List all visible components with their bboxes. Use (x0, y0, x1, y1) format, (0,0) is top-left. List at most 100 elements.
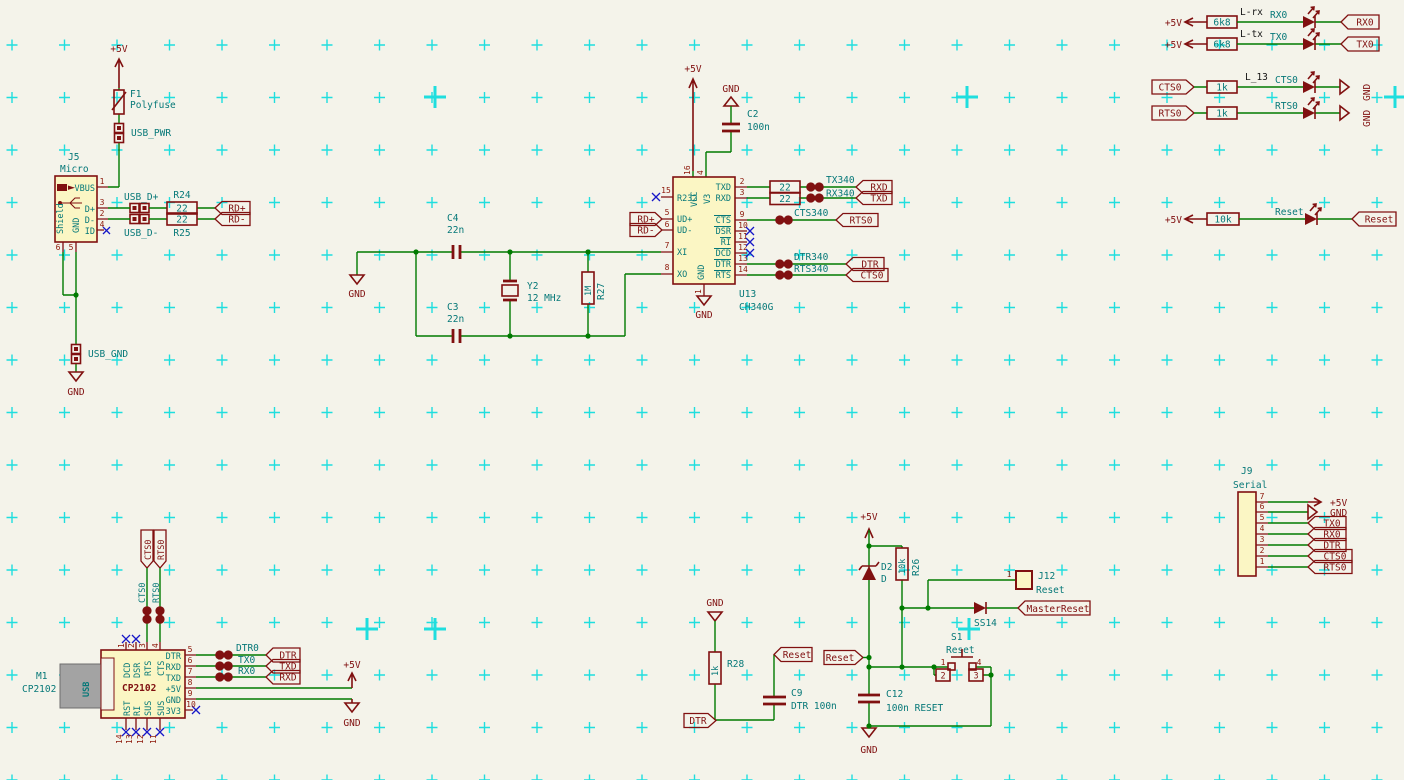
cp2102-section[interactable]: CTS0 RTS0 CTS0 RTS0 M1 CP2102 USB CP2102… (22, 529, 361, 744)
fuse-f1[interactable]: F1 Polyfuse (111, 89, 176, 115)
power-flag-5v[interactable]: +5V (860, 512, 877, 523)
grid-cross (164, 512, 175, 523)
grid-cross (269, 617, 280, 628)
jumper-j12[interactable]: 1 J12 Reset (1007, 570, 1065, 596)
wire (62, 252, 77, 372)
hlabel-reset-out[interactable]: Reset (823, 649, 864, 666)
power-flag-5v[interactable]: +5V (110, 44, 127, 55)
power-flag-5v[interactable]: +5V (1165, 18, 1182, 29)
net-label-reset[interactable]: Reset (1275, 207, 1304, 218)
resistor-r28[interactable]: 1k R28 (708, 651, 744, 685)
resistor-rts[interactable]: 1k (1206, 106, 1238, 120)
hlabel-rts0[interactable]: RTS0 (835, 212, 879, 228)
hlabel-rts0-vert[interactable]: RTS0 (153, 529, 167, 569)
module-m1-cp2102[interactable]: M1 CP2102 USB CP2102 1 2 3 4 DCD DSR RTS… (22, 634, 201, 744)
hlabel-text: TX0 (1323, 519, 1340, 530)
connector-j9-serial[interactable]: J9 Serial 7 6 5 4 3 2 1 (1233, 466, 1268, 577)
gnd-label[interactable]: GND (706, 598, 723, 609)
grid-cross (899, 669, 910, 681)
reset-circuit-section[interactable]: GND 1k R28 DTR C9 DTR 100n Reset Reset +… (683, 512, 1091, 756)
power-arrow-5v-icon[interactable] (347, 671, 357, 688)
hlabel-rx0[interactable]: RX0 (1340, 14, 1380, 30)
grid-cross (111, 774, 123, 780)
diode-ss14[interactable]: SS14 (974, 602, 997, 629)
label-l13[interactable]: L_13 (1245, 72, 1268, 83)
net-label-rx340[interactable]: RX340 (826, 189, 855, 200)
led-indicators-section[interactable]: +5V 6k8 L-rx RX0 RX0 +5V 6k8 L-tx TX0 TX… (1151, 6, 1397, 227)
net-label-cts0[interactable]: CTS0 (1275, 75, 1298, 86)
capacitor-c12[interactable]: C12 100n RESET (858, 689, 943, 714)
hlabel-reset-in[interactable]: Reset (773, 646, 813, 663)
net-label-rx0[interactable]: RX0 (1270, 10, 1287, 21)
ic-u13-ch340g[interactable]: 16 4 VCC V3 R232 UD+ UD- XI XO TXD RXD C… (651, 165, 774, 313)
net-label-cts340[interactable]: CTS340 (794, 208, 829, 219)
resistor-r25[interactable]: 22 R25 (166, 212, 198, 239)
grid-cross (636, 354, 648, 366)
hlabel-rd-minus[interactable]: RD- (214, 211, 251, 227)
resistor-r26[interactable]: 10k R26 (895, 547, 922, 581)
resistor-value: 6k8 (1213, 40, 1230, 51)
jumper-usb-gnd[interactable]: USB_GND (70, 343, 129, 365)
grid-cross-large (958, 618, 980, 640)
power-flag-5v[interactable]: +5V (1165, 215, 1182, 226)
capacitor-c2[interactable]: C2 100n (722, 109, 770, 133)
hlabel-cts0[interactable]: CTS0 (845, 267, 889, 283)
power-flag-5v[interactable]: +5V (684, 64, 701, 75)
net-label-tx340[interactable]: TX340 (826, 175, 855, 186)
crystal-section[interactable]: GND C4 22n C3 22n Y2 12 MHz 1M R27 (348, 213, 661, 343)
gnd-symbol-icon[interactable] (343, 699, 361, 714)
resistor-r27[interactable]: 1M R27 (581, 271, 607, 305)
usb-micro-section[interactable]: +5V F1 Polyfuse USB_PWR J5 Micro VBUS D+… (54, 44, 251, 398)
net-label-tx0[interactable]: TX0 (1270, 32, 1287, 43)
jumper-usb-pwr[interactable]: USB_PWR (113, 122, 172, 144)
hlabel-rd-minus-in[interactable]: RD- (629, 222, 663, 238)
net-label-usb-dplus[interactable]: USB_D+ (124, 192, 159, 203)
hlabel-masterreset[interactable]: MasterReset (1017, 600, 1091, 616)
net-label-rx0[interactable]: RX0 (238, 666, 255, 677)
gnd-label[interactable]: GND (722, 84, 739, 95)
capacitor-c9[interactable]: C9 DTR 100n (763, 688, 837, 712)
resistor-cts[interactable]: 1k (1206, 80, 1238, 94)
resistor-r24[interactable]: R24 22 (166, 190, 198, 215)
hlabel-text: RXD (870, 183, 887, 194)
net-label-usb-dminus[interactable]: USB_D- (124, 228, 158, 239)
grid-cross (479, 39, 490, 51)
hlabel-cts0-vert[interactable]: CTS0 (140, 529, 154, 569)
serial-connector-section[interactable]: J9 Serial 7 6 5 4 3 2 1 +5V GND TX0 RX0 … (1233, 466, 1353, 577)
pin-number: 8 (188, 678, 193, 687)
net-label-rts0[interactable]: RTS0 (152, 583, 162, 603)
ch340-section[interactable]: +5V GND C2 100n 16 4 VCC V3 R232 UD+ UD-… (629, 64, 893, 321)
hlabel-txd[interactable]: TXD (855, 190, 893, 206)
diode-d2-zener[interactable]: D2 D (858, 561, 892, 585)
hlabel-cts0-out[interactable]: CTS0 (1151, 79, 1195, 95)
net-label-dtr340[interactable]: DTR340 (794, 252, 829, 263)
label-l-rx[interactable]: L-rx (1240, 7, 1263, 18)
net-label-rts340[interactable]: RTS340 (794, 264, 829, 275)
capacitor-c3[interactable]: C3 22n (447, 302, 464, 343)
grid-cross (794, 302, 805, 313)
resistor-r-rx[interactable]: 22 (769, 191, 801, 206)
pin-number: 13 (738, 254, 748, 263)
hlabel-rts0[interactable]: RTS0 (1307, 559, 1353, 575)
crystal-y2[interactable]: Y2 12 MHz (501, 279, 561, 304)
net-label-rts0[interactable]: RTS0 (1275, 101, 1298, 112)
net-label-cts0[interactable]: CTS0 (138, 583, 148, 603)
grid-cross (216, 564, 228, 576)
grid-cross (164, 564, 175, 576)
net-label-tx0[interactable]: TX0 (238, 655, 255, 666)
power-flag-5v[interactable]: +5V (1165, 40, 1182, 51)
net-label-dtr0[interactable]: DTR0 (236, 643, 259, 654)
connector-j5-micro-usb[interactable]: J5 Micro VBUS D+ D- ID Shield GND 1 3 2 … (54, 152, 111, 252)
hlabel-rxd[interactable]: RXD (265, 669, 301, 685)
grid-cross (111, 302, 123, 313)
pin-number: 10 (186, 700, 196, 709)
label-l-tx[interactable]: L-tx (1240, 29, 1263, 40)
switch-s1-reset[interactable]: S1 Reset 1 4 2 3 (935, 632, 984, 682)
hlabel-rts0-out[interactable]: RTS0 (1151, 105, 1195, 121)
grid-cross (164, 144, 175, 156)
hlabel-tx0[interactable]: TX0 (1340, 36, 1380, 52)
grid-cross (636, 564, 648, 576)
hlabel-reset[interactable]: Reset (1351, 211, 1397, 227)
capacitor-c4[interactable]: C4 22n (447, 213, 464, 259)
hlabel-dtr-out[interactable]: DTR (683, 712, 717, 729)
